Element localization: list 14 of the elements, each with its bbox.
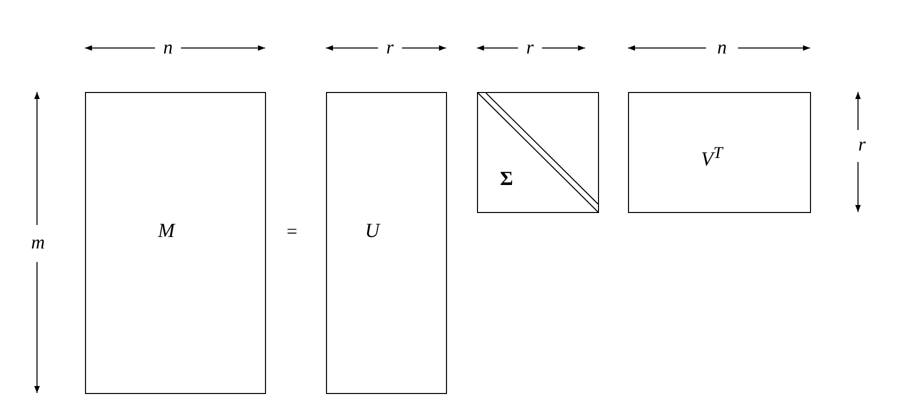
matrix-label: M bbox=[158, 221, 175, 241]
matrix-label: V$^{T}$ bbox=[701, 145, 722, 170]
dimension-label: r bbox=[858, 136, 866, 154]
dimension-label: n bbox=[163, 38, 173, 58]
matrix-box bbox=[326, 92, 447, 394]
matrix-box bbox=[628, 92, 811, 213]
matrix-label: U bbox=[365, 221, 380, 241]
equals-sign: = bbox=[286, 222, 298, 242]
dimension-label: m bbox=[31, 234, 45, 252]
dimension-label: r bbox=[526, 38, 534, 58]
dimension-label: r bbox=[386, 38, 394, 58]
matrix-label: Σ bbox=[500, 169, 514, 189]
dimension-label: n bbox=[717, 38, 727, 58]
matrix-box bbox=[85, 92, 266, 394]
